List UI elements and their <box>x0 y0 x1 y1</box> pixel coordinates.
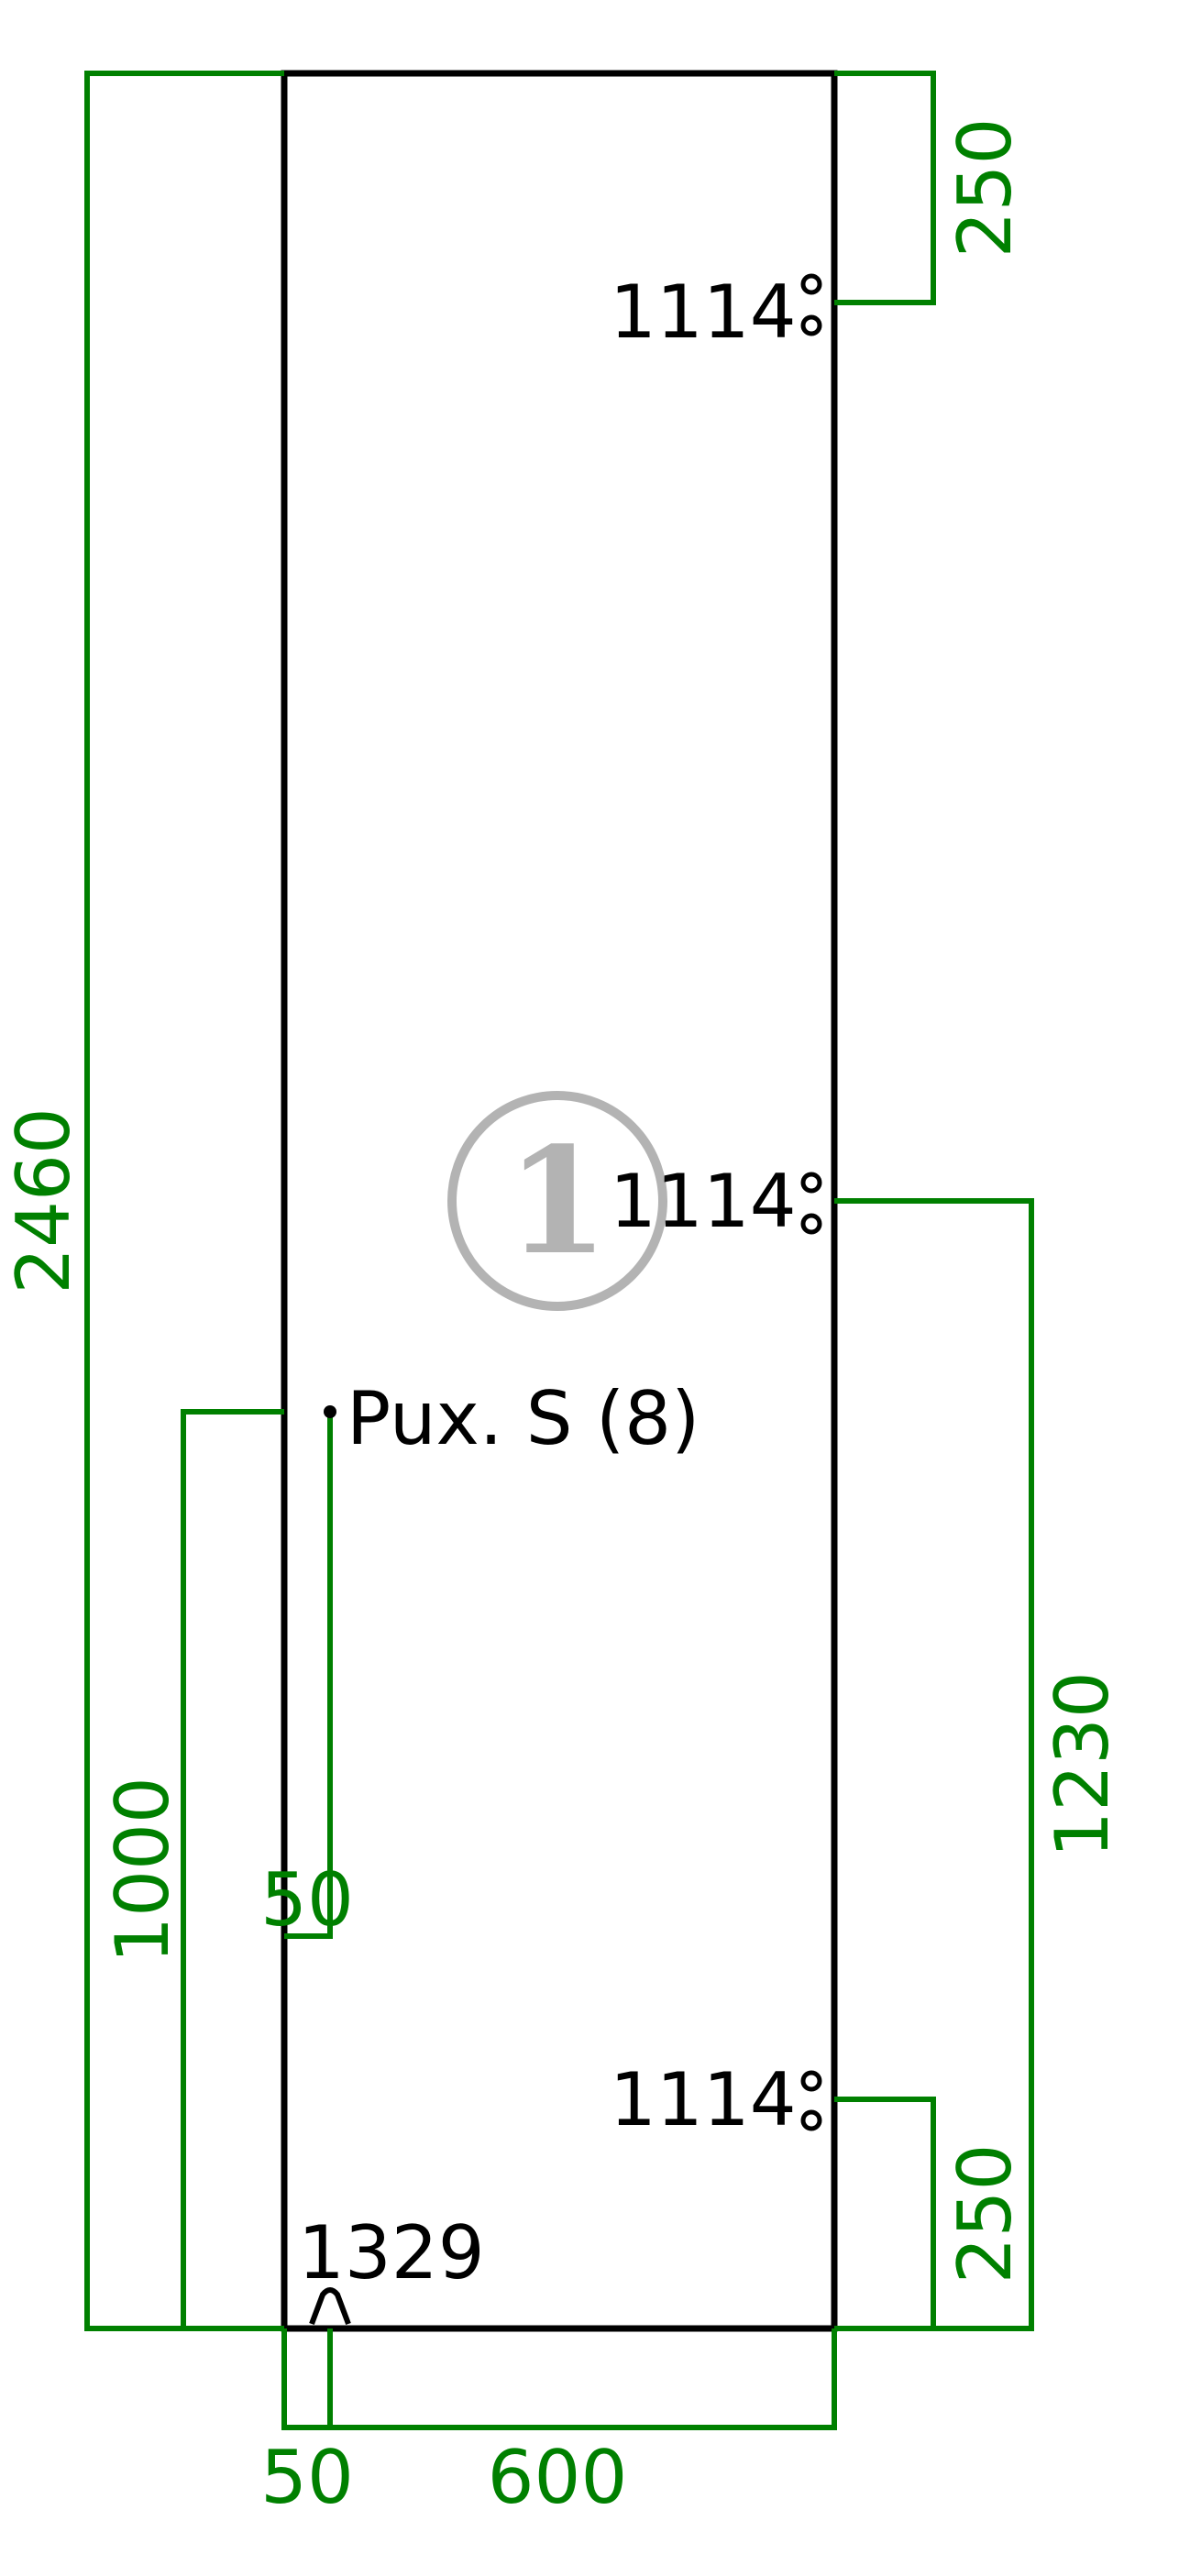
dim-line-bottom-right-offset <box>834 2097 936 2328</box>
dim-top-right-offset: 250 <box>942 118 1028 259</box>
hole-top-lower-icon <box>800 314 822 336</box>
dim-bottom-right-offset: 250 <box>942 2144 1028 2284</box>
hole-bottom-upper-icon <box>800 2070 822 2092</box>
hole-middle-upper-icon <box>800 1172 822 1194</box>
dim-width: 600 <box>488 2435 628 2520</box>
hole-top-upper-icon <box>800 273 822 295</box>
dim-total-height: 2460 <box>1 1107 86 1294</box>
hole-label-bottom: 1114 <box>610 2057 797 2142</box>
edge-code-label: 1329 <box>298 2210 485 2295</box>
left-hole-icon <box>324 1405 336 1418</box>
part-marker-number: 1 <box>506 1115 608 1287</box>
dim-line-top-right-offset <box>834 71 936 305</box>
edge-arrow-icon <box>309 2287 351 2326</box>
hole-label-middle: 1114 <box>610 1159 797 1244</box>
dim-bottom-inset: 50 <box>260 2435 354 2520</box>
dim-line-left-hole-inset <box>284 1412 333 1939</box>
left-hole-label: Pux. S (8) <box>347 1376 700 1461</box>
dim-left-hole-inset: 50 <box>260 1857 354 1943</box>
dim-line-bottom-right-to-center <box>834 1198 1034 2331</box>
hole-bottom-lower-icon <box>800 2109 822 2131</box>
dim-bottom-right-to-center: 1230 <box>1040 1671 1125 1858</box>
dim-line-bottom <box>281 2328 837 2430</box>
hole-label-top: 1114 <box>610 270 797 355</box>
hole-middle-lower-icon <box>800 1213 822 1235</box>
dim-left-hole-height: 1000 <box>100 1777 185 1964</box>
dim-line-left-hole-height <box>181 1409 284 2328</box>
part-marker-circle <box>447 1091 667 1311</box>
